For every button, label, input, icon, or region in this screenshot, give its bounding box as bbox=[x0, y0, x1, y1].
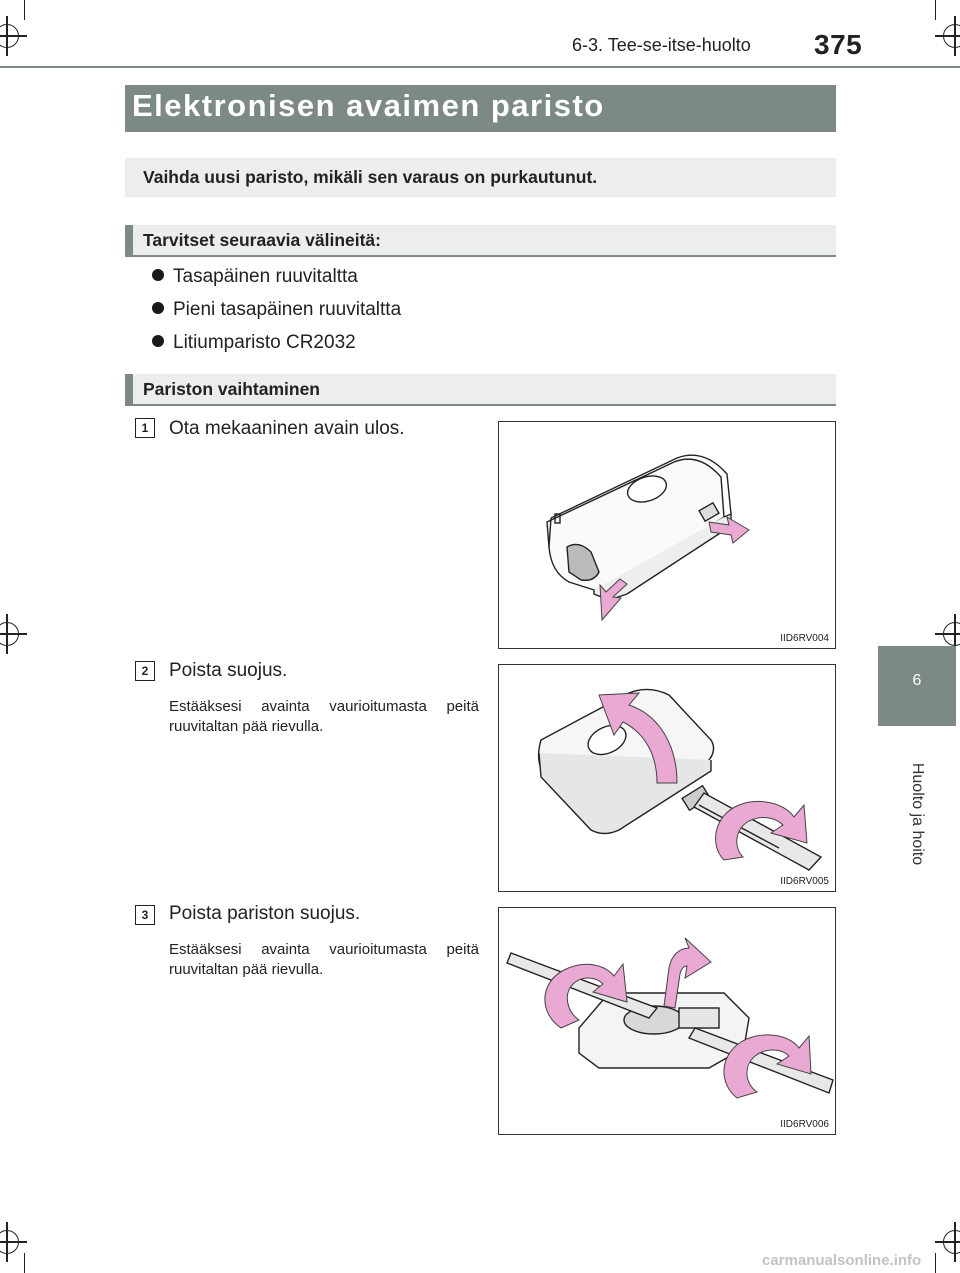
trim-line-bottom-left bbox=[24, 1253, 25, 1273]
registration-mark-bottom-left bbox=[0, 1222, 27, 1262]
title-bar bbox=[125, 85, 836, 132]
trim-line-top-right bbox=[935, 0, 936, 20]
step-text-3: Poista pariston suojus. bbox=[169, 903, 361, 924]
figure-code: IID6RV005 bbox=[780, 876, 829, 887]
list-item: Pieni tasapäinen ruuvitaltta bbox=[152, 299, 401, 321]
bullet-icon bbox=[152, 269, 164, 281]
step-number-3: 3 bbox=[135, 905, 155, 925]
figure-remove-mechanical-key: IID6RV004 bbox=[498, 421, 836, 649]
chapter-tab-title: Huolto ja hoito bbox=[909, 762, 926, 866]
tools-heading: Tarvitset seuraavia välineitä: bbox=[143, 230, 381, 250]
list-item: Litiumparisto CR2032 bbox=[152, 332, 356, 354]
registration-mark-mid-left bbox=[0, 614, 27, 654]
watermark: carmanualsonline.info bbox=[762, 1252, 922, 1269]
header-section-title: 6-3. Tee-se-itse-huolto bbox=[572, 35, 751, 55]
step-number-1: 1 bbox=[135, 418, 155, 438]
replacement-heading: Pariston vaihtaminen bbox=[143, 379, 320, 399]
step-number-2: 2 bbox=[135, 661, 155, 681]
heading-accent bbox=[125, 374, 133, 406]
intro-text: Vaihda uusi paristo, mikäli sen varaus o… bbox=[143, 167, 598, 187]
chapter-tab-number: 6 bbox=[878, 646, 956, 726]
figure-remove-battery-cover: IID6RV006 bbox=[498, 907, 836, 1135]
figure-code: IID6RV006 bbox=[780, 1119, 829, 1130]
registration-mark-bottom-right bbox=[935, 1222, 960, 1262]
bullet-icon bbox=[152, 335, 164, 347]
step-text-1: Ota mekaaninen avain ulos. bbox=[169, 418, 405, 439]
page-number: 375 bbox=[814, 29, 863, 60]
list-item: Tasapäinen ruuvitaltta bbox=[152, 266, 358, 288]
step-note-3: Estääksesi avainta vaurioitumasta peitä … bbox=[169, 941, 479, 978]
heading-accent bbox=[125, 225, 133, 257]
trim-line-bottom-right bbox=[935, 1253, 936, 1273]
bullet-icon bbox=[152, 302, 164, 314]
step-text-2: Poista suojus. bbox=[169, 660, 288, 681]
replacement-heading-bar: Pariston vaihtaminen bbox=[125, 374, 836, 406]
registration-mark-top-left bbox=[0, 16, 27, 56]
battery-cover-illustration bbox=[506, 937, 834, 1099]
intro-box bbox=[125, 158, 836, 197]
registration-mark-mid-right bbox=[935, 614, 960, 654]
figure-remove-cover: IID6RV005 bbox=[498, 664, 836, 892]
page-title: Elektronisen avaimen paristo bbox=[132, 88, 605, 123]
figure-code: IID6RV004 bbox=[780, 633, 829, 644]
key-fob-illustration-2 bbox=[537, 688, 823, 871]
trim-line-top-left bbox=[24, 0, 25, 20]
tools-heading-bar: Tarvitset seuraavia välineitä: bbox=[125, 225, 836, 257]
key-fob-illustration-1 bbox=[546, 454, 750, 622]
step-note-2: Estääksesi avainta vaurioitumasta peitä … bbox=[169, 698, 479, 735]
header-rule bbox=[0, 66, 960, 68]
registration-mark-top-right bbox=[935, 16, 960, 56]
